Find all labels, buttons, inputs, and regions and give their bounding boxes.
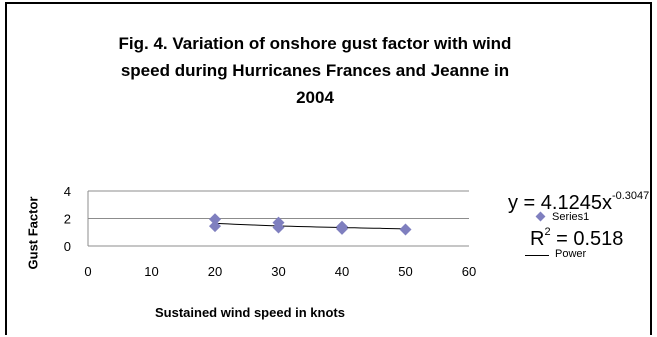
data-point — [399, 223, 412, 236]
r2-value: = 0.518 — [550, 228, 624, 250]
equation-exponent: -0.3047 — [611, 190, 650, 202]
x-tick-label: 10 — [144, 264, 158, 279]
y-tick-label: 4 — [64, 184, 71, 199]
x-tick-label: 20 — [208, 264, 222, 279]
legend-trendline-swatch — [525, 255, 549, 256]
chart-title: Fig. 4. Variation of onshore gust factor… — [95, 30, 535, 111]
data-point — [272, 221, 285, 234]
r-squared: R2 = 0.518 — [530, 226, 623, 251]
trendline — [214, 222, 406, 230]
y-tick-label: 0 — [64, 239, 71, 254]
chart-frame — [5, 2, 652, 335]
data-point — [336, 222, 348, 235]
legend-trendline-label: Power — [555, 248, 587, 260]
x-axis-label: Sustained wind speed in knots — [155, 305, 345, 320]
legend-series-label: Series1 — [552, 211, 590, 223]
x-tick-label: 40 — [335, 264, 349, 279]
data-point — [209, 213, 221, 226]
r2-superscript: 2 — [544, 226, 551, 238]
data-point — [209, 220, 221, 233]
x-tick-label: 30 — [271, 264, 285, 279]
trendline-equation: y = 4.1245x-0.3047 — [508, 190, 649, 215]
x-tick-label: 50 — [398, 264, 412, 279]
equation-text: y = 4.1245x — [508, 192, 612, 214]
legend-marker-diamond — [535, 211, 546, 222]
legend-series1: Series1 — [535, 211, 589, 223]
r2-label: R — [530, 228, 545, 250]
title-line: Fig. 4. Variation of onshore gust factor… — [118, 34, 512, 53]
title-line: 2004 — [296, 88, 334, 107]
x-tick-label: 0 — [84, 264, 91, 279]
x-tick-label: 60 — [462, 264, 476, 279]
title-line: speed during Hurricanes Frances and Jean… — [120, 61, 510, 80]
y-tick-label: 2 — [64, 212, 71, 227]
